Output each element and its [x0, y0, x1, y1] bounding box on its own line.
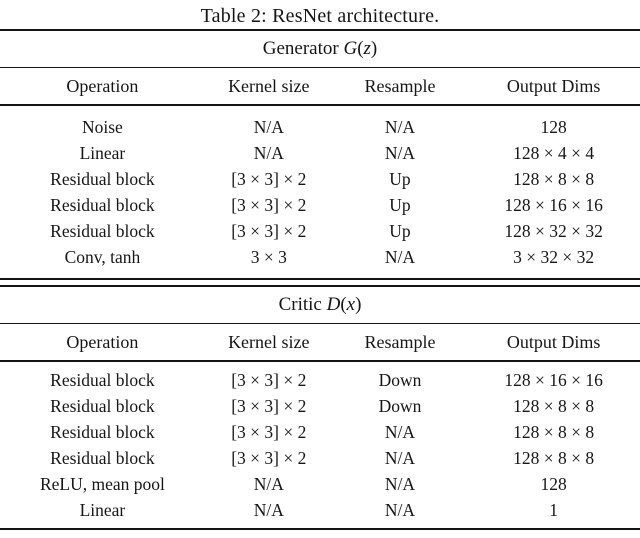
cell-operation: Residual block	[50, 396, 155, 416]
section-title-text: Critic	[278, 294, 327, 315]
cell-output-dims: 128	[540, 474, 567, 494]
cell-kernel-size: N/A	[253, 500, 284, 520]
cell-kernel-size: N/A	[253, 143, 284, 163]
cell-kernel-size: [3 × 3] × 2	[231, 370, 307, 390]
math-close-paren: )	[355, 294, 362, 315]
cell-resample: Down	[378, 396, 422, 416]
math-open-paren: (	[357, 38, 364, 59]
cell-kernel-size: [3 × 3] × 2	[231, 195, 307, 215]
table-row: Residual block [3 × 3] × 2 N/A 128 × 8 ×…	[0, 445, 640, 471]
cell-resample: N/A	[384, 117, 416, 137]
table-row: Residual block [3 × 3] × 2 Up 128 × 16 ×…	[0, 192, 640, 218]
cell-output-dims: 3 × 32 × 32	[513, 247, 595, 267]
cell-resample: Up	[389, 169, 411, 189]
critic-section-title: Critic D(x)	[0, 286, 640, 324]
cell-operation: Residual block	[50, 422, 155, 442]
cell-kernel-size: [3 × 3] × 2	[231, 396, 307, 416]
column-header-operation: Operation	[0, 323, 205, 362]
table-row: Conv, tanh 3 × 3 N/A 3 × 32 × 32	[0, 244, 640, 279]
cell-kernel-size: N/A	[253, 474, 284, 494]
math-open-paren: (	[340, 294, 347, 315]
table-row: Residual block [3 × 3] × 2 Down 128 × 16…	[0, 361, 640, 393]
column-header-kernel-size: Kernel size	[204, 323, 333, 362]
cell-operation: Residual block	[50, 370, 155, 390]
cell-output-dims: 128 × 32 × 32	[504, 221, 603, 241]
cell-operation: Residual block	[50, 169, 155, 189]
cell-kernel-size: [3 × 3] × 2	[231, 422, 307, 442]
cell-kernel-size: [3 × 3] × 2	[231, 448, 307, 468]
cell-output-dims: 128 × 8 × 8	[513, 169, 595, 189]
section-title-text: Generator	[262, 38, 344, 59]
generator-section-title-row: Generator G(z)	[0, 30, 640, 68]
cell-operation: Residual block	[50, 221, 155, 241]
cell-resample: Up	[389, 195, 411, 215]
cell-output-dims: 128 × 16 × 16	[504, 195, 603, 215]
cell-output-dims: 128 × 8 × 8	[513, 396, 595, 416]
critic-table: Critic D(x) Operation Kernel size Resamp…	[0, 285, 640, 530]
math-arg: z	[363, 38, 371, 59]
cell-operation: ReLU, mean pool	[39, 474, 165, 494]
cell-operation: Linear	[79, 143, 126, 163]
table-row: Noise N/A N/A 128	[0, 105, 640, 140]
cell-output-dims: 128 × 8 × 8	[513, 448, 595, 468]
math-close-paren: )	[370, 38, 378, 59]
math-arg: x	[346, 294, 356, 315]
cell-resample: N/A	[384, 247, 416, 267]
cell-resample: N/A	[384, 500, 416, 520]
math-var: D	[326, 294, 341, 315]
table-separator	[0, 280, 640, 285]
cell-output-dims: 128 × 16 × 16	[504, 370, 603, 390]
column-header-output-dims: Output Dims	[467, 67, 640, 106]
column-header-kernel-size: Kernel size	[204, 67, 333, 106]
generator-section-title: Generator G(z)	[0, 30, 640, 68]
table-row: Linear N/A N/A 1	[0, 497, 640, 529]
cell-resample: N/A	[384, 448, 416, 468]
cell-kernel-size: N/A	[253, 117, 284, 137]
cell-kernel-size: [3 × 3] × 2	[231, 169, 307, 189]
cell-operation: Conv, tanh	[64, 247, 141, 267]
cell-resample: N/A	[384, 422, 416, 442]
critic-header-row: Operation Kernel size Resample Output Di…	[0, 323, 640, 362]
math-var: G	[343, 38, 358, 59]
table-row: Residual block [3 × 3] × 2 Up 128 × 8 × …	[0, 166, 640, 192]
cell-operation: Noise	[81, 117, 123, 137]
table-row: ReLU, mean pool N/A N/A 128	[0, 471, 640, 497]
cell-output-dims: 128 × 4 × 4	[513, 143, 595, 163]
cell-operation: Linear	[79, 500, 126, 520]
table-row: Residual block [3 × 3] × 2 Down 128 × 8 …	[0, 393, 640, 419]
cell-resample: Up	[389, 221, 411, 241]
generator-header-row: Operation Kernel size Resample Output Di…	[0, 67, 640, 106]
cell-resample: N/A	[384, 143, 416, 163]
critic-section-title-row: Critic D(x)	[0, 286, 640, 324]
column-header-operation: Operation	[0, 67, 205, 106]
table-row: Linear N/A N/A 128 × 4 × 4	[0, 140, 640, 166]
generator-table: Generator G(z) Operation Kernel size Res…	[0, 29, 640, 280]
cell-kernel-size: 3 × 3	[250, 247, 287, 267]
table-row: Residual block [3 × 3] × 2 N/A 128 × 8 ×…	[0, 419, 640, 445]
cell-output-dims: 128	[540, 117, 567, 137]
table-caption: Table 2: ResNet architecture.	[200, 5, 440, 27]
cell-operation: Residual block	[50, 195, 155, 215]
table-row: Residual block [3 × 3] × 2 Up 128 × 32 ×…	[0, 218, 640, 244]
cell-resample: N/A	[384, 474, 416, 494]
cell-operation: Residual block	[50, 448, 155, 468]
cell-resample: Down	[378, 370, 422, 390]
column-header-resample: Resample	[332, 67, 468, 106]
cell-output-dims: 1	[549, 500, 558, 520]
cell-kernel-size: [3 × 3] × 2	[231, 221, 307, 241]
column-header-resample: Resample	[332, 323, 468, 362]
cell-output-dims: 128 × 8 × 8	[513, 422, 595, 442]
column-header-output-dims: Output Dims	[467, 323, 640, 362]
